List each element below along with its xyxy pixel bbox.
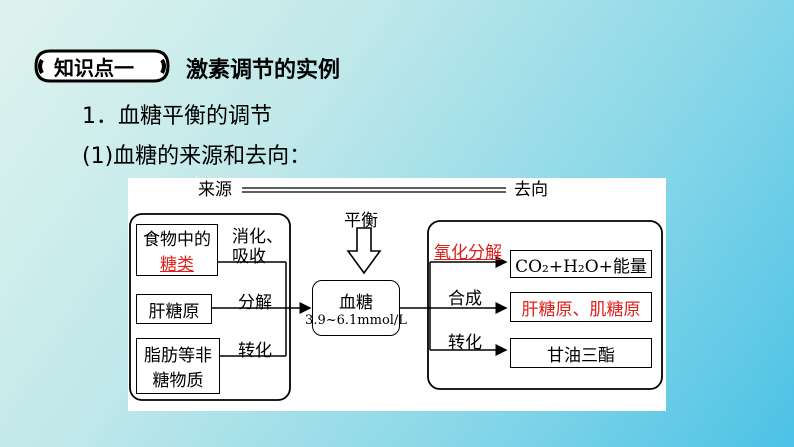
blood-sugar-diagram: 来源 去向 平衡 食物中的 糖类 肝糖原 脂肪等非 糖物质 消化、 吸收 分解 … [128,178,666,411]
source-food-text: 食物中的 [143,230,211,250]
decompose-label: 分解 [238,293,272,313]
dest-glycogens-text: 肝糖原、肌糖原 [521,299,641,320]
digest-label-1: 消化、 [232,227,283,247]
source-nonsugar-text2: 糖物质 [152,371,204,391]
source-food-box: 食物中的 糖类 [136,224,218,276]
subheading-source-dest: (1)血糖的来源和去向： [82,144,312,169]
section-title: 激素调节的实例 [186,58,341,83]
oxidize-label: 氧化分解 [434,243,502,263]
source-nonsugar-box: 脂肪等非 糖物质 [136,338,220,394]
badge-shape [34,49,170,83]
dest-triglyceride-text: 甘油三酯 [547,345,615,366]
blood-sugar-box: 血糖 3.9~6.1mmol/L [305,280,407,336]
balance-label: 平衡 [344,211,378,231]
diagram-connectors [129,187,663,401]
synthesize-label: 合成 [448,289,482,309]
blood-sugar-name: 血糖 [339,293,373,313]
source-nonsugar-text1: 脂肪等非 [144,346,212,366]
dest-triglyceride-box: 甘油三酯 [510,338,652,368]
source-glycogen-text: 肝糖原 [148,301,200,322]
source-food-highlight: 糖类 [160,255,194,275]
dest-energy-text: CO₂+H₂O+能量 [515,256,647,277]
subheading-blood-sugar: 1．血糖平衡的调节 [82,104,272,129]
convert-out-label: 转化 [448,333,482,353]
blood-sugar-range: 3.9~6.1mmol/L [305,313,407,328]
dest-label: 去向 [514,180,548,200]
dest-energy-box: CO₂+H₂O+能量 [510,250,652,278]
dest-glycogens-box: 肝糖原、肌糖原 [510,292,652,322]
section-badge: 知识点一 [32,46,172,86]
convert-in-label: 转化 [238,341,272,361]
badge-label: 知识点一 [54,56,134,80]
source-label: 来源 [198,180,232,200]
source-glycogen-box: 肝糖原 [136,294,212,324]
digest-label-2: 吸收 [232,247,266,267]
